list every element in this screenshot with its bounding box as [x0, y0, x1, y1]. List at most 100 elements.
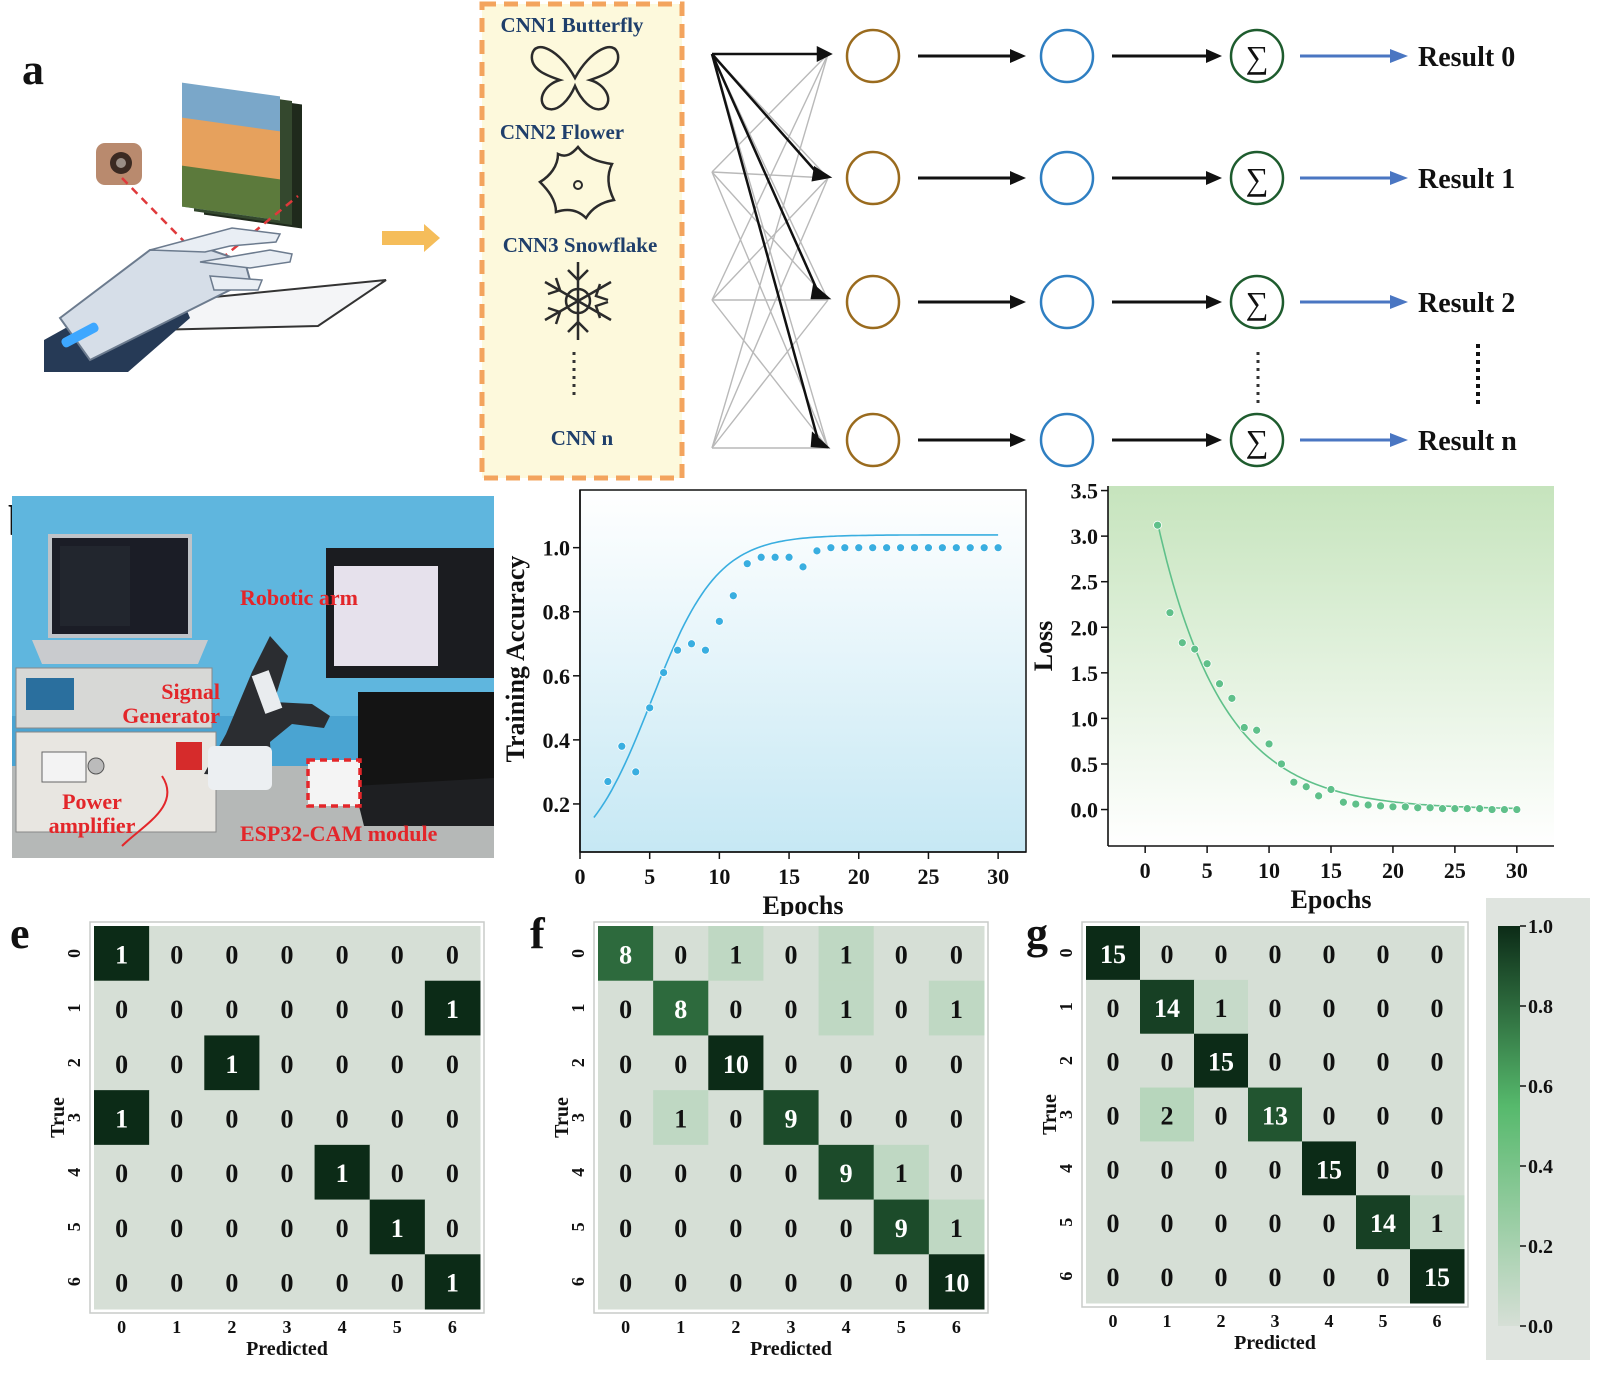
- x-tick-label: 1: [676, 1317, 685, 1337]
- data-point: [756, 552, 766, 562]
- matrix-cell-value: 0: [336, 940, 349, 969]
- matrix-cell-value: 0: [950, 1159, 963, 1188]
- matrix-cell: [149, 926, 205, 982]
- matrix-cell-value: 14: [1154, 994, 1180, 1023]
- matrix-cell: [763, 1035, 820, 1091]
- matrix-cell: [1302, 1249, 1357, 1304]
- matrix-cell: [598, 1035, 654, 1091]
- data-point: [1388, 802, 1398, 812]
- matrix-cell-value: 0: [391, 995, 404, 1024]
- y-tick-label: 2: [64, 1058, 84, 1067]
- y-tick-label: 4: [568, 1168, 588, 1177]
- x-tick-label: 6: [1433, 1311, 1442, 1331]
- x-tick-label: 25: [1444, 858, 1466, 883]
- data-point: [1376, 801, 1385, 811]
- matrix-cell: [1140, 1033, 1195, 1089]
- matrix-cell: [1410, 979, 1465, 1035]
- x-tick-label: 0: [575, 864, 586, 889]
- matrix-cell-value: 9: [895, 1214, 908, 1243]
- sum-node: [1229, 28, 1285, 84]
- matrix-cell: [259, 1254, 316, 1310]
- matrix-cell: [1086, 1087, 1141, 1142]
- matrix-cell: [94, 1035, 150, 1091]
- matrix-cell: [204, 1035, 260, 1091]
- y-tick-label: 1.0: [1071, 706, 1099, 731]
- matrix-cell: [1356, 1033, 1411, 1089]
- matrix-cell-value: 0: [446, 1159, 459, 1188]
- y-axis-label: True: [47, 1097, 69, 1138]
- matrix-cell: [653, 980, 709, 1036]
- matrix-cell: [873, 1035, 930, 1091]
- matrix-cell: [94, 1144, 150, 1201]
- y-tick-label: 4: [64, 1168, 84, 1177]
- neuron-layer2: [1039, 28, 1095, 84]
- matrix-cell: [204, 926, 260, 982]
- matrix-cell: [653, 1035, 709, 1091]
- sum-symbol: ∑: [1246, 423, 1269, 459]
- matrix-cell-value: 14: [1370, 1209, 1396, 1238]
- matrix-cell: [598, 1144, 654, 1201]
- matrix-cell-value: 0: [674, 1159, 687, 1188]
- matrix-cell-value: 0: [391, 1105, 404, 1134]
- matrix-cell-value: 0: [729, 1269, 742, 1298]
- matrix-cell-value: 0: [1161, 1155, 1174, 1184]
- matrix-cell: [369, 1144, 426, 1201]
- data-point: [742, 559, 752, 569]
- matrix-cell-value: 0: [1323, 1209, 1336, 1238]
- x-tick-label: 2: [1217, 1311, 1226, 1331]
- result-label: Result 2: [1418, 288, 1515, 319]
- matrix-cell: [1194, 1249, 1249, 1304]
- data-point: [882, 543, 892, 553]
- matrix-cell: [763, 1199, 820, 1255]
- arrowhead-icon: [1206, 433, 1222, 447]
- colorbar-strip: [1498, 926, 1520, 1326]
- matrix-cell: [369, 1090, 426, 1146]
- matrix-cell: [763, 1090, 820, 1146]
- neuron-layer1: [845, 274, 901, 330]
- matrix-cell-value: 0: [785, 1214, 798, 1243]
- data-point: [979, 543, 989, 553]
- data-point: [728, 591, 738, 601]
- matrix-cell-value: 0: [225, 995, 238, 1024]
- matrix-cell-value: 1: [115, 940, 128, 969]
- y-tick-label: 6: [1056, 1272, 1076, 1281]
- matrix-cell: [1302, 979, 1357, 1035]
- matrix-cell: [369, 926, 426, 982]
- matrix-cell: [1194, 1033, 1249, 1089]
- matrix-cell: [314, 1254, 371, 1310]
- x-tick-label: 5: [1202, 858, 1213, 883]
- matrix-cell-value: 0: [619, 1105, 632, 1134]
- data-point: [1153, 520, 1162, 530]
- matrix-cell-value: 0: [281, 940, 294, 969]
- label-power-amplifier: Power amplifier: [48, 789, 136, 838]
- matrix-cell: [1194, 1087, 1249, 1142]
- matrix-cell: [1248, 1087, 1303, 1142]
- arrowhead-icon: [1010, 433, 1026, 447]
- data-point: [1425, 803, 1435, 813]
- matrix-cell-value: 1: [950, 995, 963, 1024]
- matrix-cell: [424, 1090, 481, 1146]
- panel-b-photo: Robotic arm Signal Generator Power ampli…: [12, 496, 494, 858]
- matrix-cell: [598, 1199, 654, 1255]
- matrix-cell-value: 0: [785, 1050, 798, 1079]
- x-tick-label: 1: [172, 1317, 181, 1337]
- matrix-cell: [1356, 1141, 1411, 1196]
- matrix-cell: [818, 1199, 875, 1255]
- y-tick-label: 6: [568, 1277, 588, 1286]
- matrix-cell: [424, 1144, 481, 1201]
- matrix-cell: [1302, 1033, 1357, 1089]
- colorbar-tick-label: 0.0: [1528, 1316, 1553, 1338]
- matrix-cell-value: 0: [1323, 994, 1336, 1023]
- connection-lines: [711, 53, 829, 449]
- matrix-cell: [1248, 1141, 1303, 1196]
- matrix-cell: [1248, 1249, 1303, 1304]
- matrix-cell: [708, 1144, 764, 1201]
- data-point: [1363, 800, 1373, 810]
- matrix-cell-value: 1: [446, 1269, 459, 1298]
- matrix-cell-value: 0: [674, 1050, 687, 1079]
- data-point: [1500, 805, 1509, 814]
- y-tick-label: 0.0: [1071, 798, 1099, 823]
- data-point: [951, 543, 961, 553]
- y-tick-label: 1.0: [543, 536, 571, 561]
